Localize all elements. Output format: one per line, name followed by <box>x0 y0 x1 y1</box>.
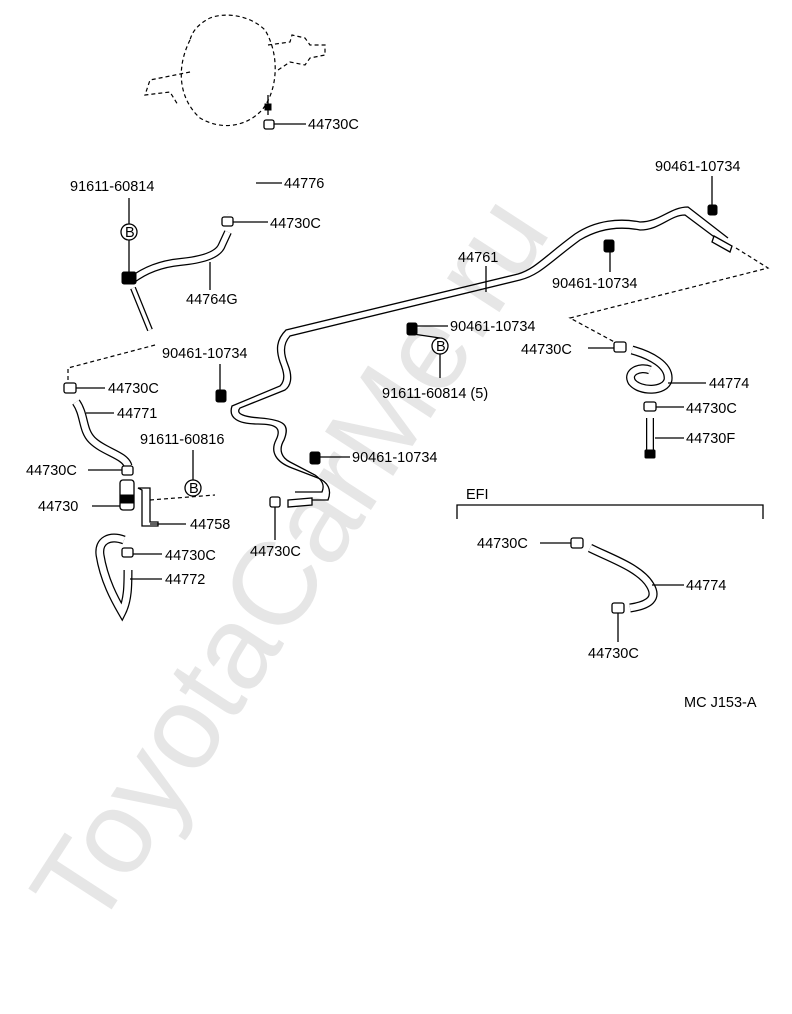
label-90461-10734-mid: 90461-10734 <box>552 276 637 292</box>
hose-44776[interactable] <box>224 119 275 216</box>
label-90461-10734-bm: 90461-10734 <box>352 450 437 466</box>
label-90461-10734-c: 90461-10734 <box>450 319 535 335</box>
label-44730c-2: 44730C <box>270 216 321 232</box>
label-44774-efi: 44774 <box>686 578 726 594</box>
check-valve-44730[interactable] <box>119 479 159 527</box>
label-44730c-l3: 44730C <box>165 548 216 564</box>
label-91611-60814-a: 91611-60814 <box>70 179 154 195</box>
label-44776: 44776 <box>284 176 324 192</box>
label-44772: 44772 <box>165 572 205 588</box>
label-44730c-r: 44730C <box>521 342 572 358</box>
watermark: ToyotaCarMe.ru <box>6 173 574 949</box>
label-90461-10734-tr: 90461-10734 <box>655 159 740 175</box>
clip-90461-10734-c[interactable] <box>406 322 418 336</box>
brake-booster <box>144 14 326 127</box>
clamp-44730c-l2[interactable] <box>121 465 134 476</box>
hose-44772[interactable] <box>95 533 133 622</box>
label-44764g: 44764G <box>186 292 238 308</box>
clamp-44730c-l3[interactable] <box>121 547 134 558</box>
clamp-44730c-bm[interactable] <box>269 496 281 508</box>
clip-90461-10734-tr[interactable] <box>707 204 718 216</box>
diagram-code: MC J153-A <box>684 695 757 711</box>
label-91611-60816: 91611-60816 <box>140 432 224 448</box>
svg-text:B: B <box>125 225 135 241</box>
label-44730f: 44730F <box>686 431 735 447</box>
svg-text:B: B <box>189 481 199 497</box>
leader-lines <box>76 123 713 642</box>
clip-90461-10734-l[interactable] <box>215 389 227 403</box>
clip-90461-10734-bm[interactable] <box>309 451 321 465</box>
hose-44764g[interactable] <box>121 230 232 332</box>
hose-44771[interactable] <box>63 382 133 469</box>
label-44730c-r2: 44730C <box>686 401 737 417</box>
label-44771: 44771 <box>117 406 157 422</box>
hose-44774-efi[interactable] <box>570 537 658 614</box>
label-efi: EFI <box>466 487 489 503</box>
part-labels: 44730C 44776 91611-60814 44730C 44764G 9… <box>26 117 757 711</box>
label-44774-r: 44774 <box>709 376 749 392</box>
label-44730c-l1: 44730C <box>108 381 159 397</box>
pipe-44761[interactable] <box>230 206 733 501</box>
efi-bracket <box>456 504 764 519</box>
label-90461-10734-l: 90461-10734 <box>162 346 247 362</box>
clip-90461-10734-mid[interactable] <box>603 239 615 253</box>
label-91611-60814-5: 91611-60814 (5) <box>382 386 488 402</box>
label-44730c-efi1: 44730C <box>477 536 528 552</box>
label-44758: 44758 <box>190 517 230 533</box>
svg-text:B: B <box>436 339 446 355</box>
clamp-44730c-2[interactable] <box>221 216 234 227</box>
label-44761: 44761 <box>458 250 498 266</box>
label-44730c-efi2: 44730C <box>588 646 639 662</box>
label-44730c-bm: 44730C <box>250 544 301 560</box>
hose-44774-right[interactable] <box>613 341 673 459</box>
label-44730: 44730 <box>38 499 78 515</box>
label-44730c-top: 44730C <box>308 117 359 133</box>
label-44730c-l2: 44730C <box>26 463 77 479</box>
